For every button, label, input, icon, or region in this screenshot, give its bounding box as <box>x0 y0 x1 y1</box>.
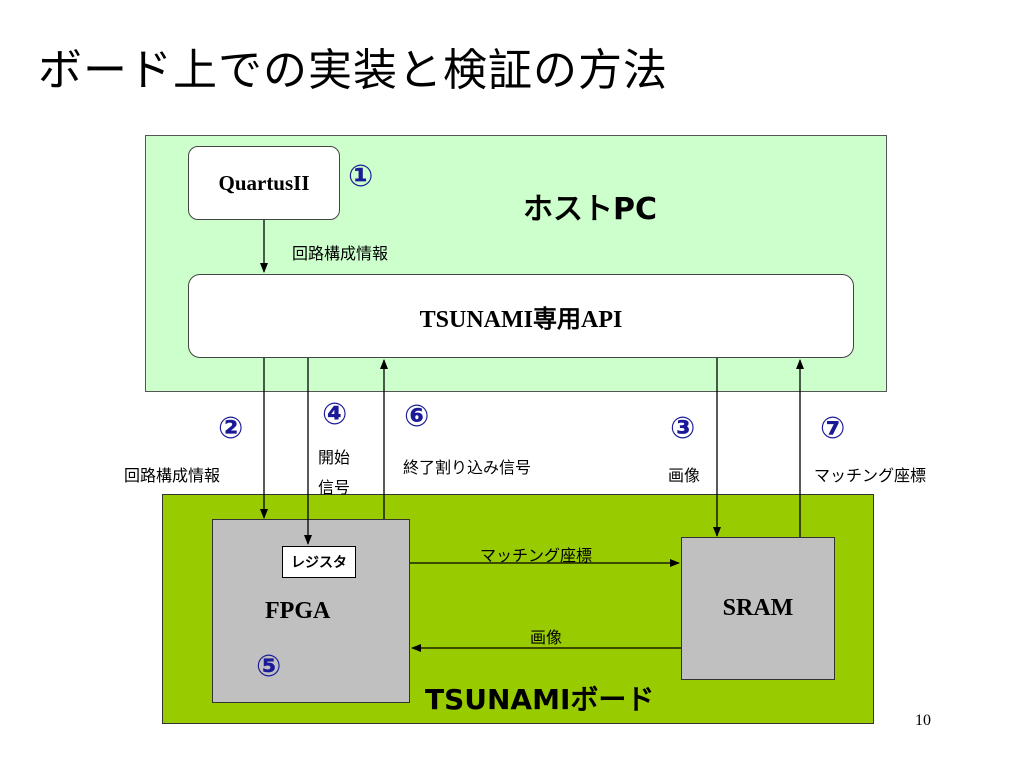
step-3-marker: ③ <box>670 411 696 446</box>
api-label: TSUNAMI専用API <box>419 306 623 333</box>
step-5-marker: ⑤ <box>256 649 282 684</box>
api-node: TSUNAMI専用API <box>188 274 854 358</box>
fpga-label: FPGA <box>265 598 331 624</box>
step-4-marker: ④ <box>322 397 348 432</box>
edge-label-fpga-to-sram: マッチング座標 <box>480 546 593 565</box>
edge-label-sram-to-api: マッチング座標 <box>814 466 927 485</box>
step-6-marker: ⑥ <box>404 399 430 434</box>
quartus-node: QuartusII <box>188 146 340 220</box>
edge-label-quartus-to-api: 回路構成情報 <box>292 244 389 263</box>
edge-label-start-signal-line1: 開始 <box>318 448 351 467</box>
register-label: レジスタ <box>291 555 347 571</box>
host-pc-label: ホストPC <box>523 192 658 227</box>
edge-label-api-to-sram: 画像 <box>668 466 701 485</box>
register-node: レジスタ <box>282 546 356 578</box>
tsunami-board-label: TSUNAMIボード <box>425 683 655 716</box>
page-title: ボード上での実装と検証の方法 <box>38 45 668 96</box>
edge-label-sram-to-fpga: 画像 <box>530 628 563 647</box>
sram-node: SRAM <box>681 537 835 680</box>
page-number: 10 <box>915 712 931 729</box>
edge-label-start-signal-line2: 信号 <box>318 478 351 497</box>
step-2-marker: ② <box>218 411 244 446</box>
edge-label-end-interrupt: 終了割り込み信号 <box>403 458 532 477</box>
edge-label-api-to-fpga: 回路構成情報 <box>124 466 221 485</box>
quartus-label: QuartusII <box>218 170 310 195</box>
step-1-marker: ① <box>348 159 374 194</box>
sram-label: SRAM <box>722 595 794 621</box>
step-7-marker: ⑦ <box>820 411 846 446</box>
